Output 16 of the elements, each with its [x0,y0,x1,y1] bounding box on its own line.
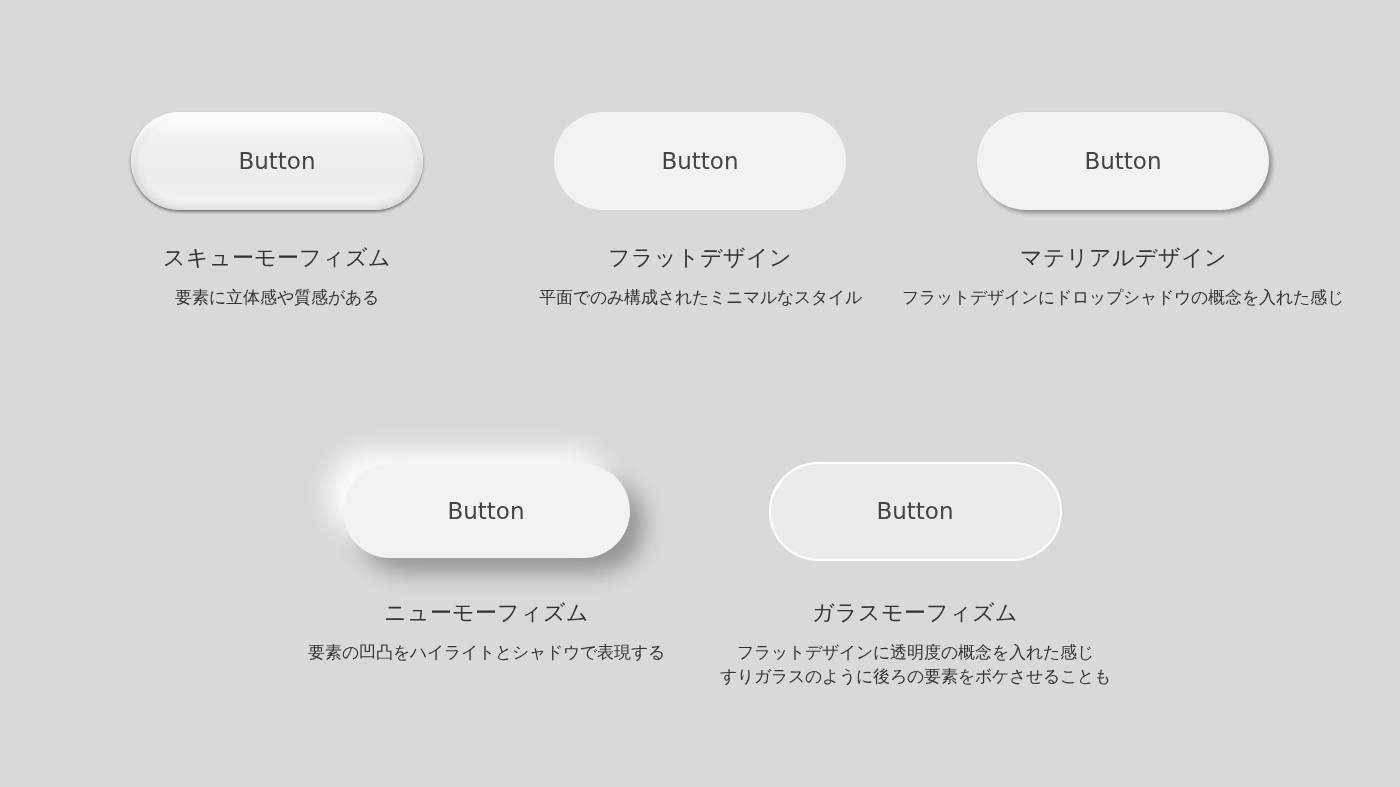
style-description: すりガラスのように後ろの要素をボケさせることも [719,665,1111,688]
style-description: フラットデザインに透明度の概念を入れた感じ [736,641,1094,664]
style-title: マテリアルデザイン [1019,244,1227,272]
style-description: 平面でのみ構成されたミニマルなスタイル [538,286,862,309]
style-title: フラットデザイン [608,244,792,272]
style-title: ガラスモーフィズム [812,599,1018,627]
style-description: 要素の凹凸をハイライトとシャドウで表現する [307,641,665,664]
style-title: ニューモーフィズム [383,599,589,627]
style-description: フラットデザインにドロップシャドウの概念を入れた感じ [902,286,1344,309]
skeuomorphic-button: Button [131,112,423,210]
glassmorphic-button: Button [768,461,1062,561]
style-title: スキューモーフィズム [163,244,391,272]
flat-button: Button [554,112,846,210]
material-button: Button [977,112,1269,210]
neumorphic-button: Button [342,464,630,558]
style-description: 要素に立体感や質感がある [175,286,379,309]
